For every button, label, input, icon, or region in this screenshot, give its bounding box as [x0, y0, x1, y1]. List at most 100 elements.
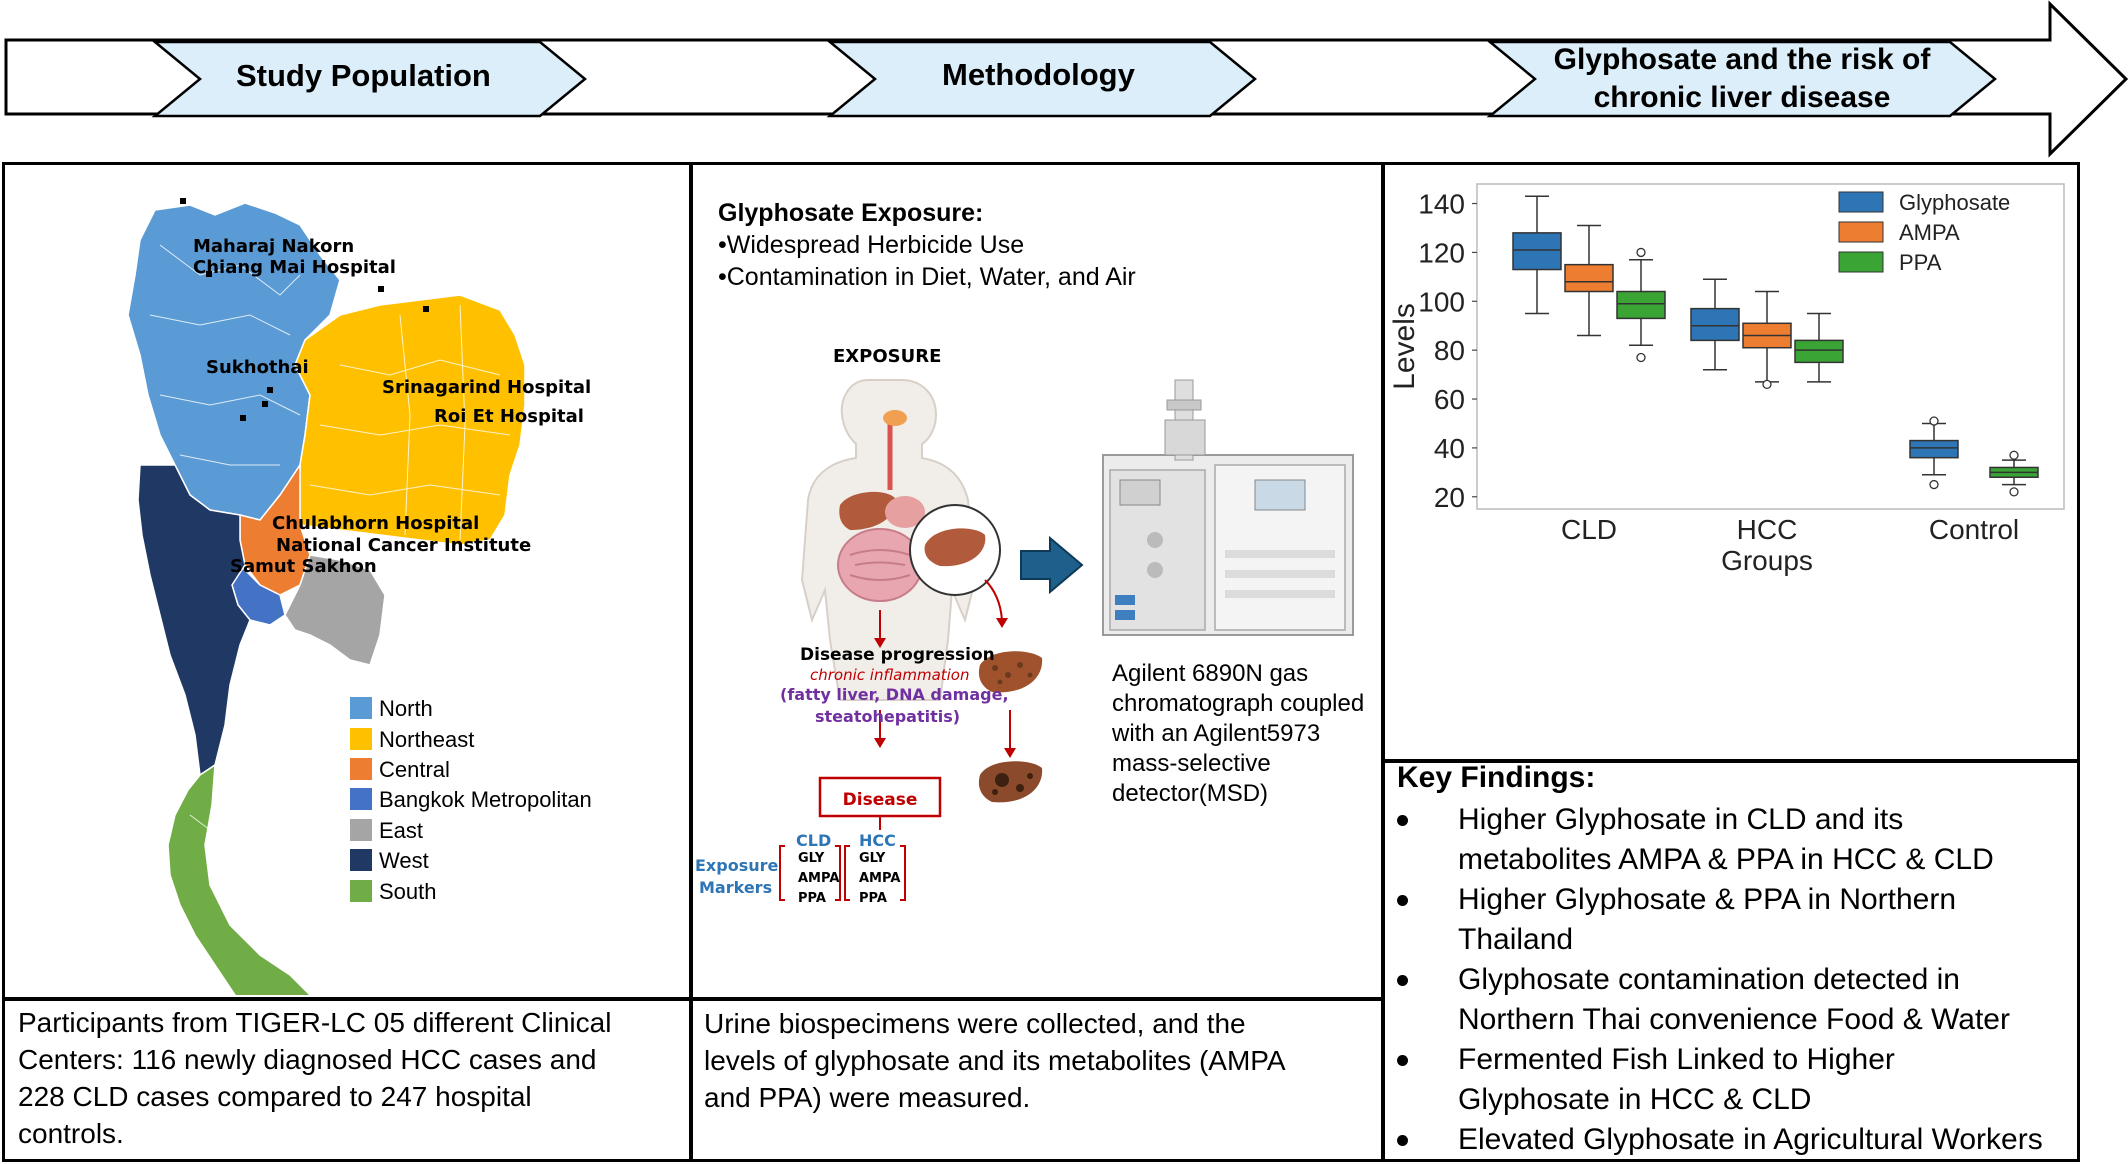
instrument-line1: Agilent 6890N gas [1112, 660, 1309, 687]
method-caption-line3: and PPA) were measured. [704, 1082, 1031, 1113]
map-label-roi-et: Roi Et Hospital [434, 406, 584, 427]
marker-chulabhorn [267, 387, 273, 393]
chevron-study-population [151, 40, 587, 118]
marker-roi-et [423, 306, 429, 312]
progression-detail-2: steatohepatitis) [815, 707, 961, 726]
markers-label-2: Markers [699, 878, 773, 897]
x-tick-label: HCC [1737, 514, 1798, 545]
y-tick-label: 140 [1418, 189, 1465, 220]
y-tick-label: 120 [1418, 237, 1465, 268]
legend-swatch-north [350, 697, 372, 719]
box-glyphosate-control [1909, 439, 1959, 459]
x-tick-label: CLD [1561, 514, 1617, 545]
y-axis-label: Levels [1388, 303, 1421, 390]
study-caption-line3: 228 CLD cases compared to 247 hospital [18, 1081, 532, 1112]
marker-nci [262, 401, 268, 407]
instrument-line5: detector(MSD) [1112, 780, 1269, 807]
chevron-methodology [826, 40, 1257, 118]
legend-label-east: East [379, 818, 424, 843]
legend-label-west: West [379, 848, 429, 873]
y-tick-label: 20 [1434, 482, 1465, 513]
legend-swatch-northeast [350, 728, 372, 750]
legend-swatch-central [350, 758, 372, 780]
y-tick-label: 40 [1434, 433, 1465, 464]
finding-text: Thailand [1458, 923, 1574, 956]
mouth-organ [883, 410, 907, 426]
y-tick-label: 100 [1418, 286, 1465, 317]
progression-subtitle: chronic inflammation [810, 666, 970, 684]
finding-bullet [1397, 895, 1408, 906]
hcc-marker-ppa: PPA [859, 891, 887, 906]
box-ppa-control-outlier [2009, 487, 2019, 497]
exposure-label: EXPOSURE [833, 346, 942, 367]
marker-chiang-mai [180, 198, 186, 204]
methodology-caption-box [690, 998, 1384, 1162]
disease-label: Disease [842, 790, 918, 810]
study-caption-line4: controls. [18, 1118, 124, 1149]
finding-text: Higher Glyphosate in CLD and its [1458, 803, 1904, 836]
flow-banner [4, 0, 2128, 158]
progression-detail-1: (fatty liver, DNA damage, [780, 685, 1009, 704]
region-west [137, 464, 251, 777]
cld-marker-ppa: PPA [798, 891, 826, 906]
province-lines [149, 244, 511, 995]
exposure-item-2: •Contamination in Diet, Water, and Air [718, 263, 1136, 291]
y-tick-label: 60 [1434, 384, 1465, 415]
finding-text: Glyphosate contamination detected in [1458, 963, 1960, 996]
exposure-title: Glyphosate Exposure: [718, 199, 984, 227]
finding-text: Fermented Fish Linked to Higher [1458, 1043, 1895, 1076]
legend-label-north: North [379, 696, 433, 721]
tumor-spots [992, 773, 1033, 795]
thailand-map [127, 198, 526, 995]
legend-label-bangkok: Bangkok Metropolitan [379, 787, 592, 812]
legend-swatch-ampa [1838, 221, 1884, 243]
gc-ms-instrument [1102, 379, 1354, 636]
body-liver [839, 491, 896, 530]
legend-label-central: Central [379, 757, 450, 782]
legend-label-ampa: AMPA [1899, 220, 1960, 245]
cld-marker-gly: GLY [798, 851, 825, 866]
region-south [167, 763, 311, 995]
region-east [284, 554, 386, 666]
legend-label-south: South [379, 879, 437, 904]
legend-swatch-glyphosate [1838, 191, 1884, 213]
finding-text: Elevated Glyphosate in Agricultural Work… [1458, 1123, 2043, 1156]
method-caption-line1: Urine biospecimens were collected, and t… [704, 1008, 1246, 1039]
study-caption-line1: Participants from TIGER-LC 05 different … [18, 1007, 612, 1038]
zoomed-liver [924, 528, 986, 567]
finding-bullet [1397, 1055, 1408, 1066]
box-glyphosate-control-outlier [1929, 416, 1939, 426]
box-ampa-cld [1564, 263, 1614, 293]
cld-marker-label: CLD [796, 831, 832, 850]
x-axis-label: Groups [1721, 545, 1813, 576]
legend-label-glyphosate: Glyphosate [1899, 190, 2010, 215]
cirrhotic-liver [978, 761, 1043, 803]
exposure-illustration [779, 379, 1043, 901]
box-ppa-cld [1616, 290, 1666, 320]
box-glyphosate-hcc [1690, 307, 1740, 342]
box-ppa-control-outlier [2009, 450, 2019, 460]
instrument-line2: chromatograph coupled [1112, 690, 1365, 717]
legend-swatch-west [350, 849, 372, 871]
instrument-line4: mass-selective [1112, 750, 1271, 777]
box-ampa-hcc-outlier [1762, 379, 1772, 390]
fibrotic-spots [992, 662, 1033, 685]
finding-bullet [1397, 1135, 1408, 1146]
stage-2-label: Methodology [942, 57, 1135, 92]
legend-label-ppa: PPA [1899, 250, 1942, 275]
findings-panel [1382, 760, 2080, 1162]
map-label-nci: National Cancer Institute [276, 535, 532, 556]
hcc-marker-label: HCC [859, 831, 896, 850]
marker-srinagarind [378, 286, 384, 292]
map-label-srinagarind: Srinagarind Hospital [382, 377, 592, 398]
hcc-marker-ampa: AMPA [859, 871, 901, 886]
finding-text: metabolites AMPA & PPA in HCC & CLD [1458, 843, 1994, 876]
box-glyphosate-cld [1512, 232, 1562, 271]
chevron-glyphosate-risk [1486, 40, 1997, 118]
stage-3-label-line2: chronic liver disease [1593, 81, 1891, 114]
progression-title: Disease progression [800, 645, 995, 665]
marker-sukhothai [206, 271, 212, 277]
instrument-line3: with an Agilent5973 [1112, 720, 1321, 747]
disease-box [818, 776, 942, 818]
